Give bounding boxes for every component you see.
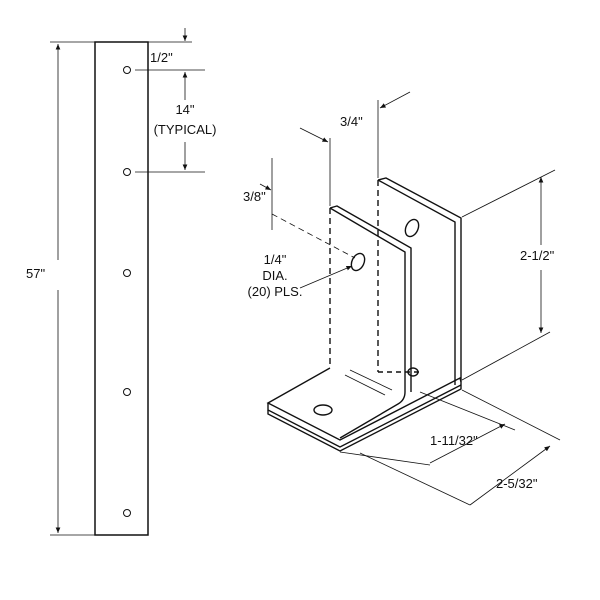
strip-holes [123,66,131,517]
dimension-57 [50,41,95,536]
hole-count-label: (20) PLS. [247,284,303,299]
depth-inner-label: 1-11/32" [430,433,478,448]
dimension-spacing [135,28,205,173]
strip-bar [94,41,149,536]
hole-size-label: 1/4" [263,252,287,267]
bracket-dimensions [259,91,561,506]
top-offset-label: 1/2" [150,50,173,65]
flange-width-label: 3/4" [340,114,363,129]
spacing-note-label: (TYPICAL) [153,122,217,137]
hole-note-label: DIA. [262,268,288,283]
depth-outer-label: 2-5/32" [496,476,538,491]
spacing-label: 14" [175,102,195,117]
height-label: 2-1/2" [520,248,555,263]
hole-offset-label: 3/8" [243,189,266,204]
bracket [266,177,462,452]
strip-length-label: 57" [26,266,46,281]
